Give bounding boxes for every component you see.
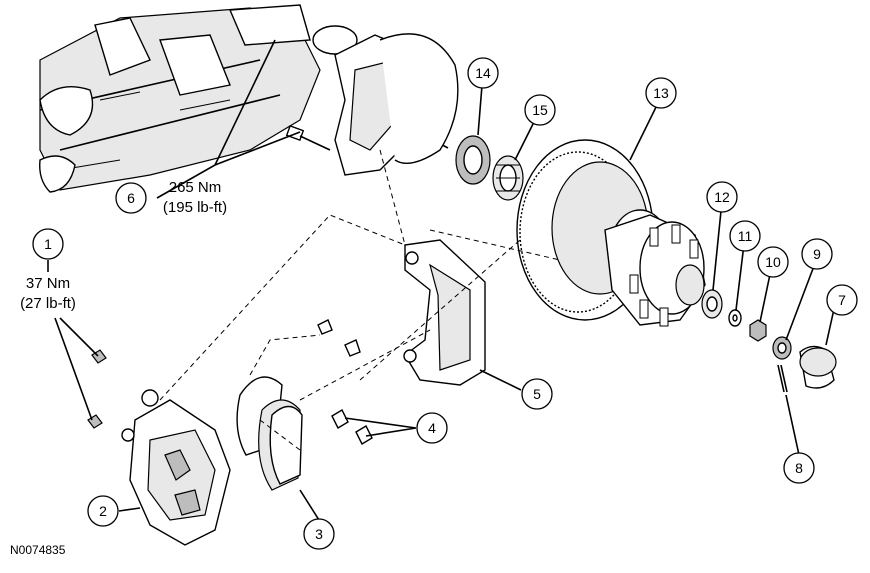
svg-text:10: 10 (765, 254, 781, 270)
inner-wheel-bearing (492, 155, 524, 201)
steering-knuckle (334, 33, 459, 176)
callout-10: 10 (757, 246, 789, 278)
lower-control-arm (39, 4, 358, 193)
figure-id: N0074835 (10, 543, 66, 557)
callout-13: 13 (645, 77, 677, 109)
callout-4: 4 (416, 412, 448, 444)
hub-nut (749, 319, 767, 342)
cotter-pin (777, 364, 788, 393)
svg-text:12: 12 (714, 189, 730, 205)
brake-rotor (516, 139, 706, 327)
callout-3: 3 (303, 518, 335, 550)
grease-seal (455, 135, 491, 185)
svg-text:15: 15 (532, 102, 548, 118)
callout-7: 7 (826, 284, 858, 316)
svg-text:8: 8 (795, 460, 803, 476)
caliper-anchor-bracket (403, 239, 486, 386)
torque-caliper-lbft: (27 lb-ft) (20, 295, 76, 312)
hub-cap (799, 345, 837, 389)
nut-retainer (772, 336, 792, 360)
thrust-washer (728, 309, 742, 327)
brake-pads (236, 376, 303, 491)
callout-5: 5 (521, 378, 553, 410)
svg-text:5: 5 (533, 386, 541, 402)
callout-8: 8 (783, 452, 815, 484)
anti-rattle-clips (317, 319, 373, 445)
callout-14: 14 (467, 57, 499, 89)
callout-1: 1 (32, 228, 64, 260)
assembly-lines (159, 149, 561, 451)
svg-text:4: 4 (428, 420, 436, 436)
callout-12: 12 (706, 181, 738, 213)
callout-9: 9 (801, 238, 833, 270)
svg-text:9: 9 (813, 246, 821, 262)
svg-text:13: 13 (653, 85, 669, 101)
svg-text:11: 11 (738, 228, 753, 244)
svg-text:1: 1 (44, 236, 52, 252)
torque-knuckle-nm: 265 Nm (169, 179, 222, 196)
outer-wheel-bearing (701, 289, 723, 319)
svg-text:7: 7 (838, 292, 846, 308)
knuckle-bolt (285, 125, 331, 151)
callout-11: 11 (729, 220, 761, 252)
svg-text:3: 3 (315, 526, 323, 542)
svg-text:6: 6 (127, 190, 135, 206)
svg-text:2: 2 (99, 503, 107, 519)
callout-6: 6 (115, 182, 147, 214)
torque-caliper-nm: 37 Nm (26, 275, 70, 292)
callout-2: 2 (87, 495, 119, 527)
svg-text:14: 14 (475, 65, 491, 81)
torque-knuckle-lbft: (195 lb-ft) (163, 199, 227, 216)
brake-caliper (121, 389, 231, 546)
callout-15: 15 (524, 94, 556, 126)
